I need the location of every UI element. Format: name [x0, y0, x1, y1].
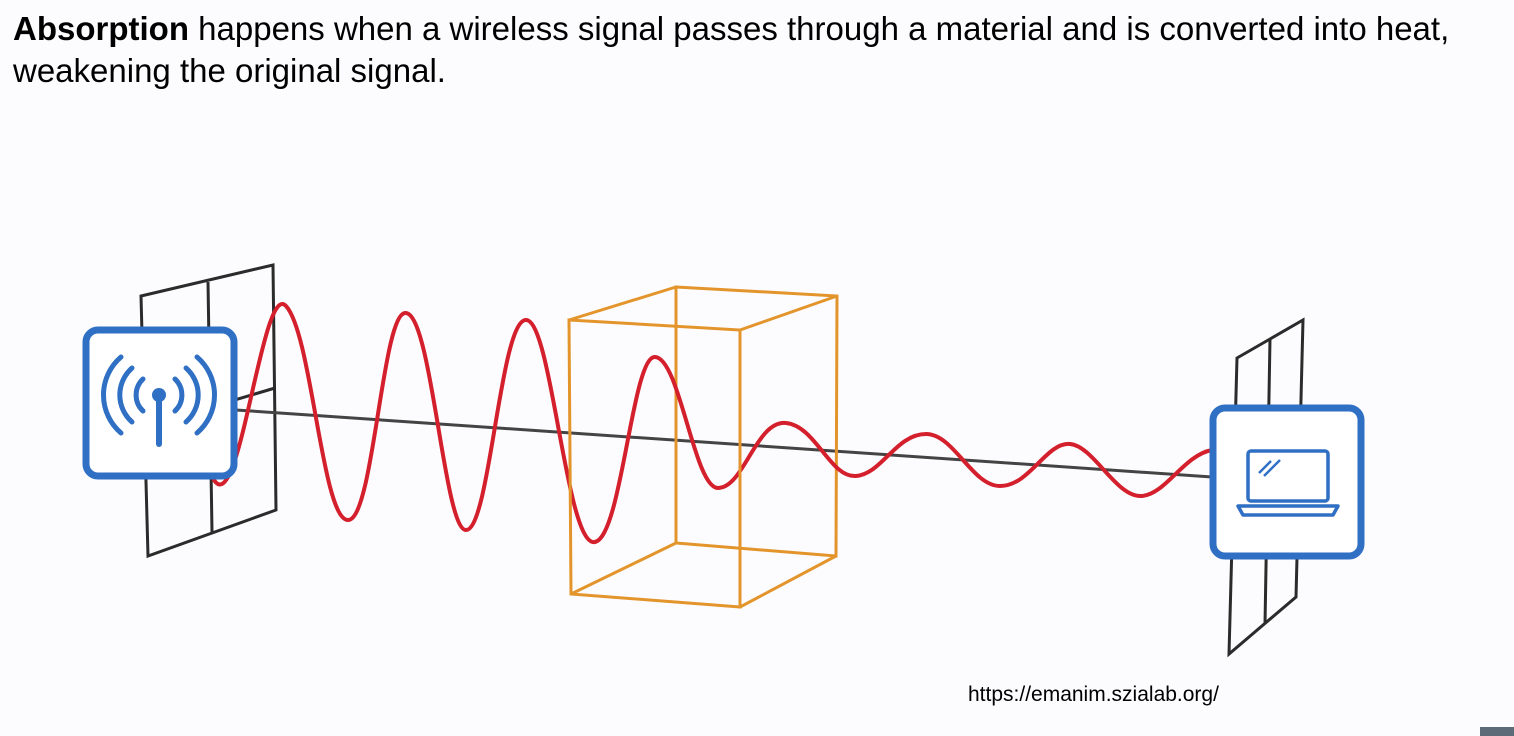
receiver-device [1209, 404, 1365, 560]
source-url[interactable]: https://emanim.szialab.org/ [968, 683, 1219, 706]
material-cube-front [567, 318, 742, 609]
signal-wave [212, 302, 1214, 544]
caption-text: happens when a wireless signal passes th… [13, 10, 1450, 89]
material-cube [568, 285, 839, 609]
wireless-antenna-icon [101, 354, 217, 447]
laptop-icon [1236, 449, 1340, 517]
caption: Absorption happens when a wireless signa… [13, 8, 1508, 92]
corner-control-button[interactable] [1480, 727, 1514, 736]
caption-term: Absorption [13, 10, 189, 47]
transmitter-device [82, 326, 238, 480]
signal-path-line [235, 408, 1213, 479]
